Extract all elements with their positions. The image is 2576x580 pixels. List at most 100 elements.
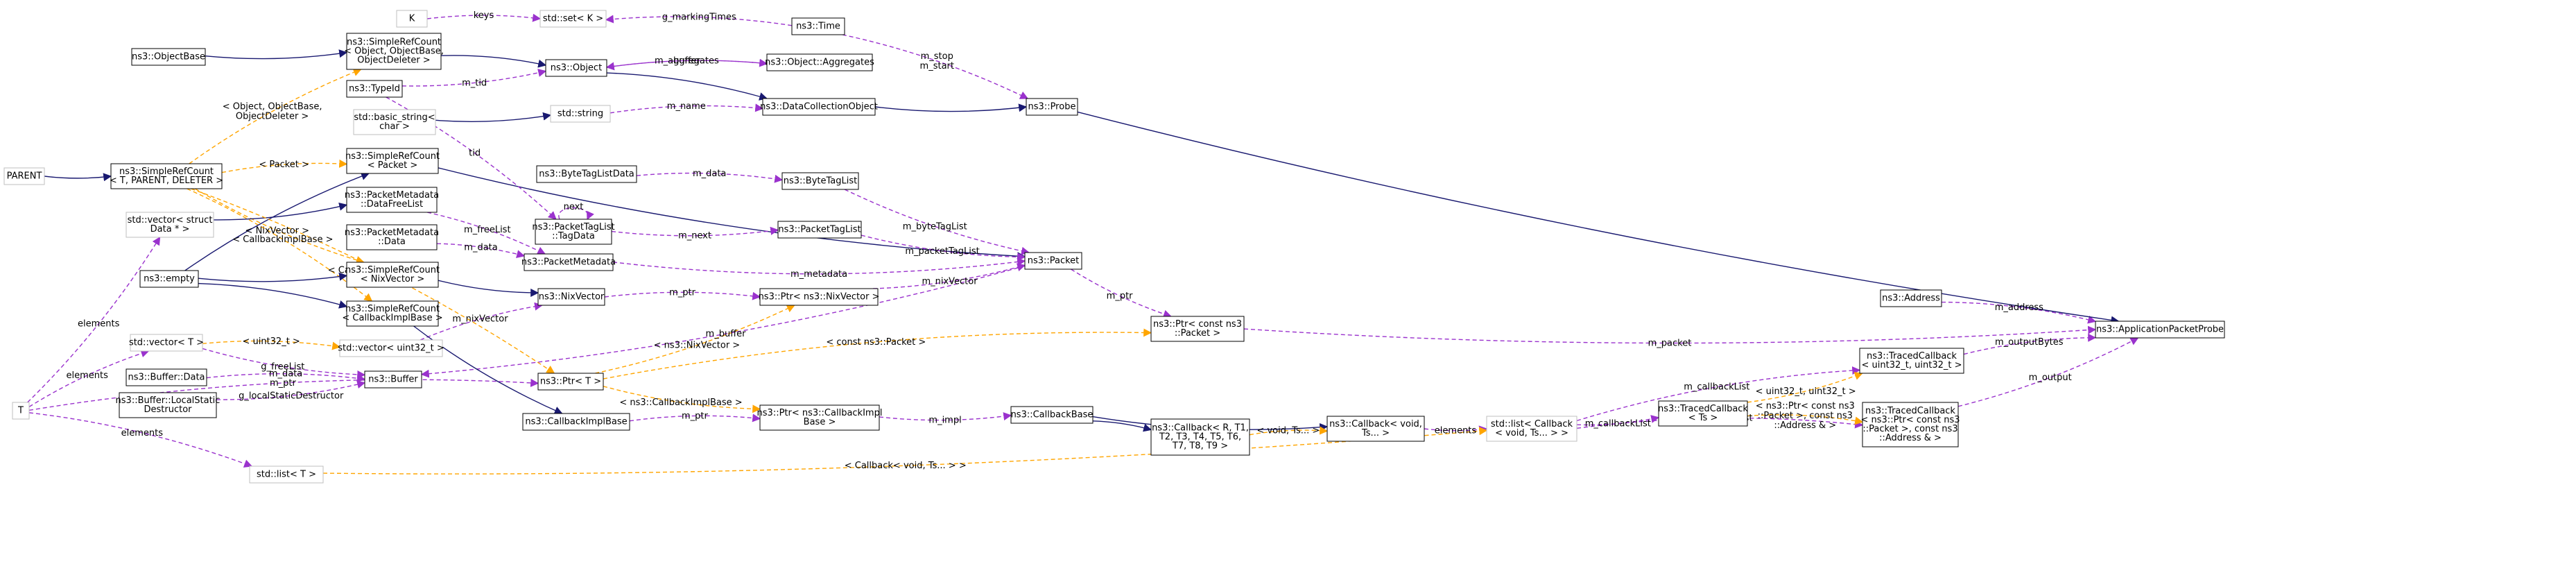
node-label: ns3::empty bbox=[144, 274, 195, 284]
node-label-line: < T, PARENT, DELETER > bbox=[110, 176, 223, 186]
edge-label-src_tpd-to-src_cbimpl: < CallbackImplBase > bbox=[232, 234, 333, 245]
node-box bbox=[346, 224, 438, 250]
edge-typeid-to-ptl_tagdata bbox=[386, 96, 557, 220]
node-callbackbase[interactable]: ns3::CallbackBase bbox=[1010, 406, 1093, 424]
node-tcb_ts[interactable]: ns3::TracedCallback< Ts > bbox=[1658, 400, 1748, 427]
node-objbase[interactable]: ns3::ObjectBase bbox=[131, 48, 206, 66]
edge-T-to-list_T bbox=[28, 412, 253, 468]
node-callback_r[interactable]: ns3::Callback< R, T1,T2, T3, T4, T5, T6,… bbox=[1150, 418, 1250, 456]
edge-label-line: m_nixVector bbox=[922, 277, 978, 287]
edge-callback_r-to-callback_void bbox=[1249, 426, 1329, 436]
node-src_objbase[interactable]: ns3::SimpleRefCount< Object, ObjectBase,… bbox=[344, 33, 444, 70]
edge-label-line: tid bbox=[469, 148, 481, 159]
node-tcb_packet_addr[interactable]: ns3::TracedCallback< ns3::Ptr< const ns3… bbox=[1861, 402, 1960, 447]
node-nixvector[interactable]: ns3::NixVector bbox=[537, 288, 605, 306]
edge-label-line: buffer bbox=[673, 56, 700, 66]
node-tcb_uint32[interactable]: ns3::TracedCallback< uint32_t, uint32_t … bbox=[1859, 348, 1964, 374]
node-pm_dfl[interactable]: ns3::PacketMetadata::DataFreeList bbox=[345, 187, 439, 213]
edge-ptl_tagdata-to-ptl_tagdata bbox=[558, 207, 594, 221]
node-label-line: ns3::PacketTagList bbox=[778, 225, 861, 235]
node-label-line: std::list< T > bbox=[257, 470, 316, 480]
edge-label-time-to-set_K: g_markingTimes bbox=[662, 12, 736, 23]
node-box bbox=[3, 167, 45, 185]
node-src_cbimpl[interactable]: ns3::SimpleRefCount< CallbackImplBase > bbox=[342, 300, 443, 327]
edge-label-ptr_const_packet-to-app_probe: m_packet bbox=[1648, 338, 1692, 348]
node-buffer_data[interactable]: ns3::Buffer::Data bbox=[126, 368, 207, 386]
node-buffer[interactable]: ns3::Buffer bbox=[364, 370, 422, 389]
edge-label-line: < ns3::NixVector > bbox=[654, 341, 741, 351]
node-box bbox=[524, 253, 614, 271]
edge-string-to-dco bbox=[610, 103, 764, 114]
node-app_probe[interactable]: ns3::ApplicationPacketProbe bbox=[2095, 321, 2225, 339]
node-box bbox=[759, 288, 879, 306]
node-dco[interactable]: ns3::DataCollectionObject bbox=[760, 98, 878, 116]
edge-label-tcb_ts-to-tcb_uint32: < uint32_t, uint32_t > bbox=[1756, 386, 1856, 397]
edge-label-T-to-ptr_T: m_ptr bbox=[270, 378, 297, 389]
edge-time-to-probe bbox=[842, 34, 1029, 99]
edge-label-packetmetadata-to-packet: m_metadata bbox=[790, 269, 847, 280]
node-label-line: K bbox=[409, 14, 415, 24]
node-label: T bbox=[17, 406, 24, 416]
node-pm_data[interactable]: ns3::PacketMetadata::Data bbox=[345, 224, 439, 250]
node-label: ns3::Callback< R, T1,T2, T3, T4, T5, T6,… bbox=[1152, 423, 1249, 452]
node-src_tpd[interactable]: ns3::SimpleRefCount< T, PARENT, DELETER … bbox=[110, 163, 223, 189]
edge-src_tpd-to-src_nixvector bbox=[194, 188, 365, 264]
edge-label-tcb_uint32-to-app_probe: m_outputBytes bbox=[1995, 337, 2064, 348]
node-packettaglist[interactable]: ns3::PacketTagList bbox=[777, 221, 862, 239]
node-box bbox=[522, 413, 630, 431]
node-aggregates[interactable]: ns3::Object::Aggregates bbox=[765, 53, 874, 71]
edge-label-line: < ns3::CallbackImplBase > bbox=[619, 398, 742, 408]
edge-label-line: g_freeList bbox=[261, 361, 304, 372]
node-ptr_T[interactable]: ns3::Ptr< T > bbox=[537, 373, 604, 391]
edge-label-ptr_nixvector-to-packet: m_nixVector bbox=[922, 277, 978, 287]
edge-object-to-dco bbox=[606, 72, 768, 101]
node-label-line: < CallbackImplBase > bbox=[342, 313, 442, 323]
node-label: ns3::Callback< void,Ts... > bbox=[1329, 419, 1422, 438]
node-label-line: Ts... > bbox=[1361, 428, 1390, 438]
node-probe[interactable]: ns3::Probe bbox=[1026, 98, 1078, 116]
node-time[interactable]: ns3::Time bbox=[791, 17, 845, 35]
node-label-line: ns3::SimpleRefCount bbox=[345, 151, 440, 162]
node-empty[interactable]: ns3::empty bbox=[139, 270, 199, 288]
edge-ptr_T-to-ptr_const_packet bbox=[603, 328, 1152, 379]
node-bytetaglist[interactable]: ns3::ByteTagList bbox=[781, 172, 859, 190]
edge-label-string-to-dco: m_name bbox=[667, 101, 706, 112]
node-label-line: T2, T3, T4, T5, T6, bbox=[1159, 432, 1241, 443]
edge-label-line: m_data bbox=[693, 169, 726, 179]
edge-label-line: < Packet > bbox=[259, 160, 309, 170]
node-box bbox=[139, 270, 199, 288]
node-object[interactable]: ns3::Object bbox=[545, 59, 607, 77]
node-label-line: std::list< Callback bbox=[1491, 419, 1573, 429]
node-label-line: < Ts > bbox=[1688, 413, 1718, 423]
edge-label-line: < Object, ObjectBase, bbox=[223, 102, 322, 112]
node-typeid[interactable]: ns3::TypeId bbox=[346, 80, 403, 98]
node-box bbox=[1859, 348, 1964, 374]
edge-parent-to-src_tpd bbox=[44, 173, 112, 182]
node-src_nixvector[interactable]: ns3::SimpleRefCount< NixVector > bbox=[345, 262, 440, 288]
node-address[interactable]: ns3::Address bbox=[1880, 289, 1942, 307]
node-label: std::list< Callback< void, Ts... > > bbox=[1491, 419, 1573, 438]
node-cbimplbase[interactable]: ns3::CallbackImplBase bbox=[522, 413, 630, 431]
edge-packetmetadata-to-packet bbox=[612, 257, 1026, 275]
node-src_packet[interactable]: ns3::SimpleRefCount< Packet > bbox=[345, 148, 440, 174]
node-packet[interactable]: ns3::Packet bbox=[1024, 252, 1082, 270]
node-bytetaglistdata[interactable]: ns3::ByteTagListData bbox=[536, 165, 637, 183]
edge-label-line: < uint32_t, uint32_t > bbox=[1756, 386, 1856, 397]
node-callback_void[interactable]: ns3::Callback< void,Ts... > bbox=[1326, 416, 1425, 442]
edge-src_tpd-to-src_packet bbox=[221, 159, 348, 173]
node-box bbox=[396, 10, 428, 28]
node-ptr_const_packet[interactable]: ns3::Ptr< const ns3::Packet > bbox=[1150, 316, 1245, 342]
node-ptl_tagdata[interactable]: ns3::PacketTagList::TagData bbox=[532, 219, 615, 245]
node-ptr_nixvector[interactable]: ns3::Ptr< ns3::NixVector > bbox=[759, 288, 880, 306]
node-box bbox=[126, 212, 214, 238]
node-box bbox=[346, 148, 439, 174]
node-list_callback: std::list< Callback< void, Ts... > > bbox=[1486, 416, 1577, 442]
node-box bbox=[346, 33, 442, 70]
node-packetmetadata[interactable]: ns3::PacketMetadata bbox=[521, 253, 616, 271]
edge-label-list_callback-to-tcb_ts: m_callbackList bbox=[1585, 418, 1651, 429]
node-label-line: ns3::Time bbox=[796, 22, 840, 32]
edge-label-src_tpd-to-src_objbase: < Object, ObjectBase,ObjectDeleter > bbox=[223, 102, 322, 122]
